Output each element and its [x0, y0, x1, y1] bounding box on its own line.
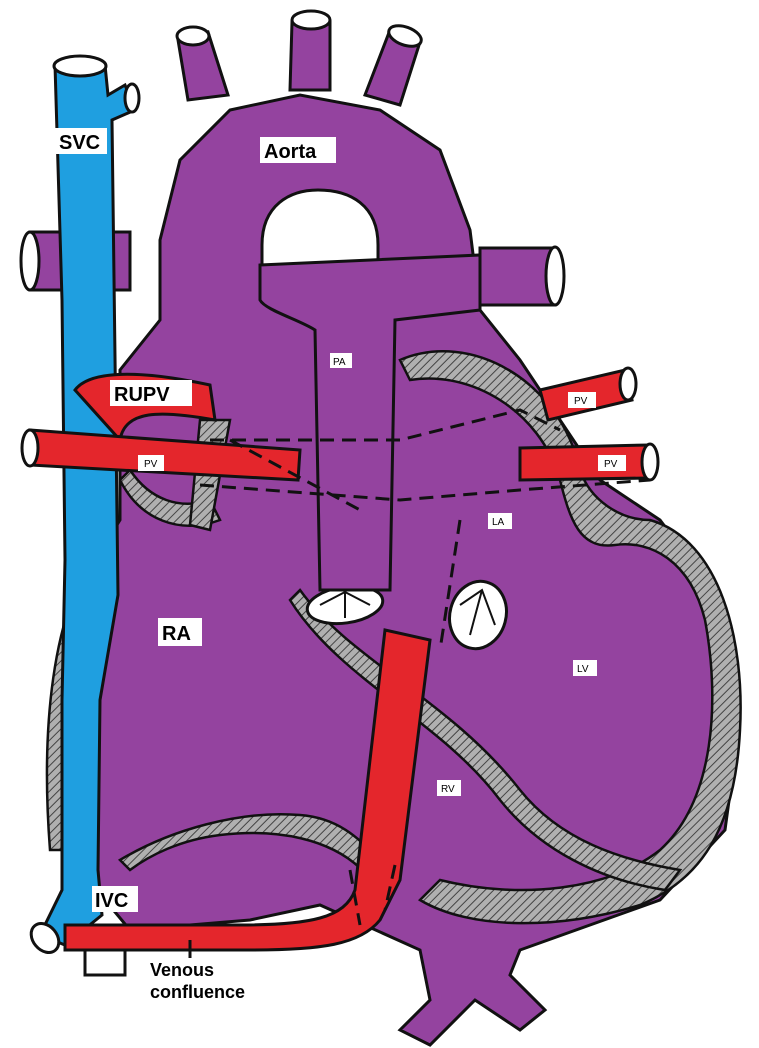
la-label: LA — [492, 517, 505, 528]
ra-label: RA — [162, 623, 191, 645]
pv-right-lower-label: PV — [144, 459, 158, 470]
ivc-stub — [85, 950, 125, 975]
venous-confluence-label-line2: confluence — [150, 982, 245, 1002]
svc-label: SVC — [59, 132, 100, 154]
svc-branch-opening — [125, 84, 139, 112]
lv-label: LV — [577, 664, 589, 675]
aortic-branches — [177, 11, 424, 105]
pv-left-lower-label: PV — [604, 459, 618, 470]
venous-confluence-label-line1: Venous — [150, 960, 214, 980]
rv-label: RV — [441, 784, 455, 795]
rupv-label: RUPV — [114, 384, 170, 406]
svc-opening — [54, 56, 106, 76]
aortic-arch-opening — [262, 190, 378, 265]
ivc-label: IVC — [95, 890, 128, 912]
pv-left-upper-label: PV — [574, 396, 588, 407]
pa-label: PA — [333, 357, 346, 368]
aorta-label: Aorta — [264, 141, 317, 163]
